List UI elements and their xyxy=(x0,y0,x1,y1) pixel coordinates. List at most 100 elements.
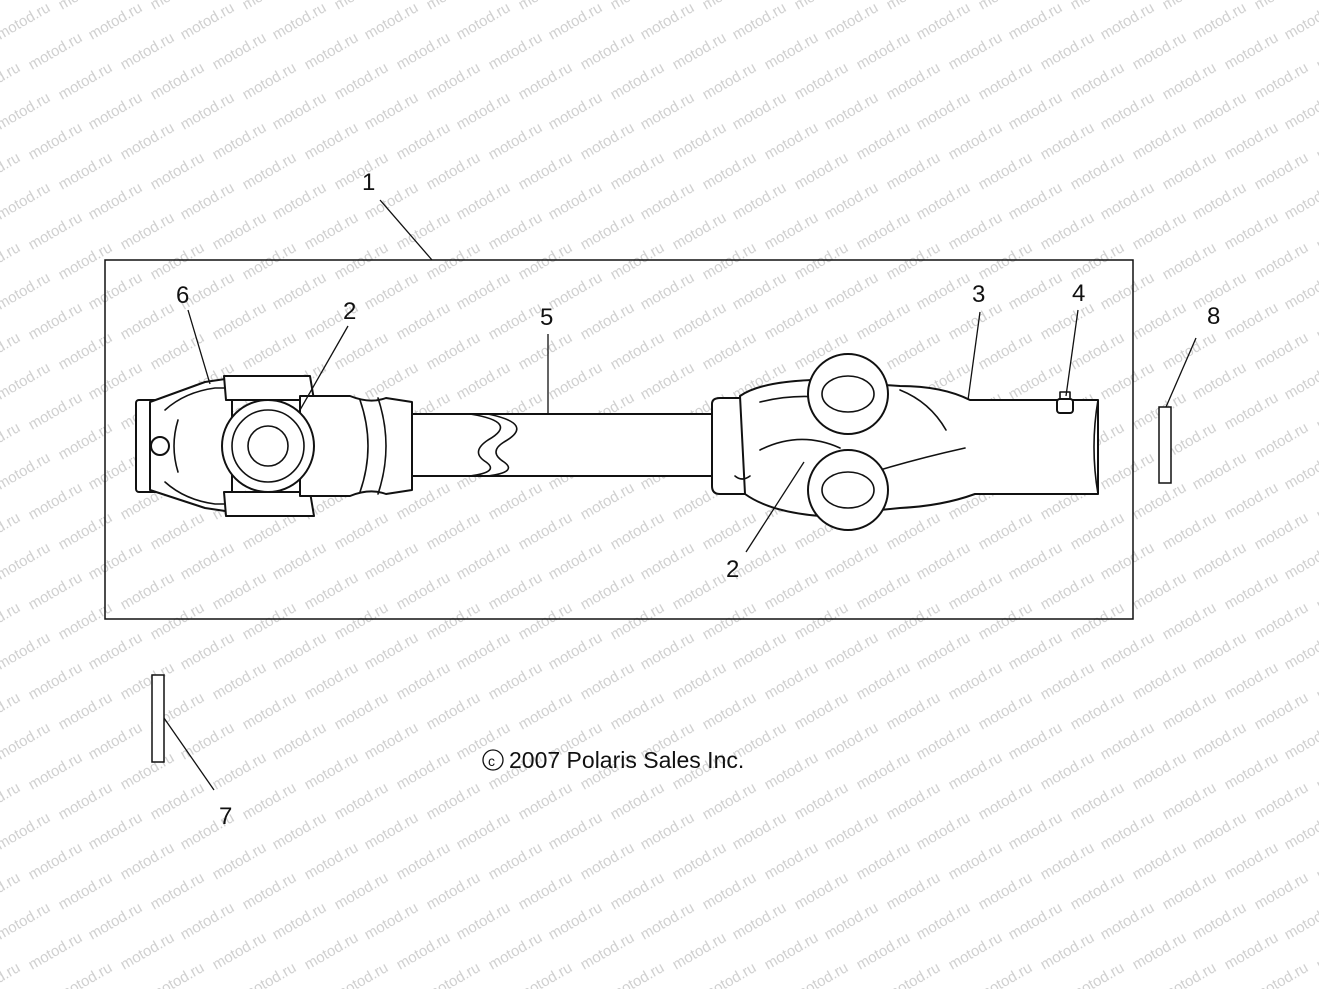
watermark-text: motod.ru xyxy=(546,359,606,403)
watermark-text: motod.ru xyxy=(884,59,944,103)
watermark-text: motod.ru xyxy=(1068,149,1128,193)
callout-8: 8 xyxy=(1207,303,1220,330)
watermark-text: motod.ru xyxy=(1098,0,1158,43)
watermark-text: motod.ru xyxy=(0,359,53,403)
watermark-text: motod.ru xyxy=(670,929,730,973)
leader-6 xyxy=(187,309,211,385)
watermark-text: motod.ru xyxy=(56,689,116,733)
watermark-text: motod.ru xyxy=(792,689,852,733)
watermark-text: motod.ru xyxy=(700,689,760,733)
watermark-text: motod.ru xyxy=(608,959,668,989)
watermark-text: motod.ru xyxy=(1038,659,1098,703)
watermark-text: motod.ru xyxy=(210,119,270,163)
watermark-text: motod.ru xyxy=(240,59,300,103)
watermark-text: motod.ru xyxy=(608,329,668,373)
watermark-text: motod.ru xyxy=(394,929,454,973)
callout-3: 3 xyxy=(972,281,985,308)
watermark-text: motod.ru xyxy=(424,149,484,193)
watermark-text: motod.ru xyxy=(1190,0,1250,43)
watermark-text: motod.ru xyxy=(424,689,484,733)
watermark-text: motod.ru xyxy=(302,29,362,73)
watermark-text: motod.ru xyxy=(332,59,392,103)
watermark-text: motod.ru xyxy=(1068,779,1128,823)
watermark-text: motod.ru xyxy=(1098,269,1158,313)
watermark-text: motod.ru xyxy=(240,959,300,989)
watermark-text: motod.ru xyxy=(270,0,330,43)
watermark-text: motod.ru xyxy=(332,0,392,13)
watermark-text: motod.ru xyxy=(1282,899,1319,943)
watermark-text: motod.ru xyxy=(884,0,944,13)
watermark-text: motod.ru xyxy=(454,359,514,403)
watermark-text: motod.ru xyxy=(914,179,974,223)
watermark-text: motod.ru xyxy=(578,299,638,343)
watermark-text: motod.ru xyxy=(914,269,974,313)
watermark-text: motod.ru xyxy=(118,29,178,73)
watermark-text: motod.ru xyxy=(946,29,1006,73)
watermark-text: motod.ru xyxy=(240,149,300,193)
watermark-text: motod.ru xyxy=(1314,299,1319,343)
watermark-text: motod.ru xyxy=(0,539,53,583)
watermark-text: motod.ru xyxy=(0,719,53,763)
watermark-text: motod.ru xyxy=(700,869,760,913)
watermark-text: motod.ru xyxy=(578,209,638,253)
watermark-text: motod.ru xyxy=(1160,959,1220,989)
watermark-text: motod.ru xyxy=(700,0,760,13)
watermark-text: motod.ru xyxy=(854,839,914,883)
watermark-text: motod.ru xyxy=(148,239,208,283)
watermark-text: motod.ru xyxy=(1252,0,1312,13)
watermark-text: motod.ru xyxy=(302,209,362,253)
watermark-text: motod.ru xyxy=(546,0,606,43)
watermark-text: motod.ru xyxy=(1222,839,1282,883)
watermark-text: motod.ru xyxy=(362,359,422,403)
watermark-text: motod.ru xyxy=(0,779,23,823)
watermark-text: motod.ru xyxy=(1006,629,1066,673)
watermark-text: motod.ru xyxy=(454,899,514,943)
watermark-text: motod.ru xyxy=(424,0,484,13)
watermark-text: motod.ru xyxy=(884,869,944,913)
watermark-text: motod.ru xyxy=(1160,0,1220,13)
copyright-symbol: c xyxy=(488,753,495,769)
watermark-text: motod.ru xyxy=(854,569,914,613)
watermark-text: motod.ru xyxy=(486,479,546,523)
watermark-text: motod.ru xyxy=(424,509,484,553)
watermark-text: motod.ru xyxy=(1222,929,1282,973)
watermark-text: motod.ru xyxy=(762,209,822,253)
watermark-text: motod.ru xyxy=(362,809,422,853)
watermark-text: motod.ru xyxy=(118,929,178,973)
watermark-text: motod.ru xyxy=(854,929,914,973)
watermark-text: motod.ru xyxy=(56,599,116,643)
watermark-text: motod.ru xyxy=(26,29,86,73)
watermark-text: motod.ru xyxy=(854,749,914,793)
watermark-text: motod.ru xyxy=(700,329,760,373)
watermark-text: motod.ru xyxy=(178,629,238,673)
watermark-text: motod.ru xyxy=(1006,809,1066,853)
callout-2-left: 2 xyxy=(343,298,356,325)
watermark-text: motod.ru xyxy=(1222,389,1282,433)
watermark-text: motod.ru xyxy=(56,329,116,373)
watermark-text: motod.ru xyxy=(822,899,882,943)
watermark-text: motod.ru xyxy=(762,659,822,703)
watermark-text: motod.ru xyxy=(608,599,668,643)
watermark-text: motod.ru xyxy=(1130,659,1190,703)
watermark-text: motod.ru xyxy=(1130,479,1190,523)
watermark-text: motod.ru xyxy=(240,0,300,13)
watermark-text: motod.ru xyxy=(1314,659,1319,703)
watermark-text: motod.ru xyxy=(486,29,546,73)
watermark-text: motod.ru xyxy=(946,839,1006,883)
watermark-text: motod.ru xyxy=(86,0,146,43)
watermark-text: motod.ru xyxy=(1252,509,1312,553)
watermark-text: motod.ru xyxy=(1098,629,1158,673)
watermark-text: motod.ru xyxy=(1068,599,1128,643)
left-yoke-assembly xyxy=(135,375,413,517)
watermark-text: motod.ru xyxy=(454,269,514,313)
watermark-text: motod.ru xyxy=(884,239,944,283)
watermark-text: motod.ru xyxy=(1160,599,1220,643)
watermark-text: motod.ru xyxy=(86,89,146,133)
watermark-text: motod.ru xyxy=(638,899,698,943)
watermark-text: motod.ru xyxy=(424,239,484,283)
watermark-text: motod.ru xyxy=(1130,749,1190,793)
callout-5: 5 xyxy=(540,304,553,331)
watermark-text: motod.ru xyxy=(178,539,238,583)
watermark-text: motod.ru xyxy=(118,659,178,703)
watermark-text: motod.ru xyxy=(638,539,698,583)
